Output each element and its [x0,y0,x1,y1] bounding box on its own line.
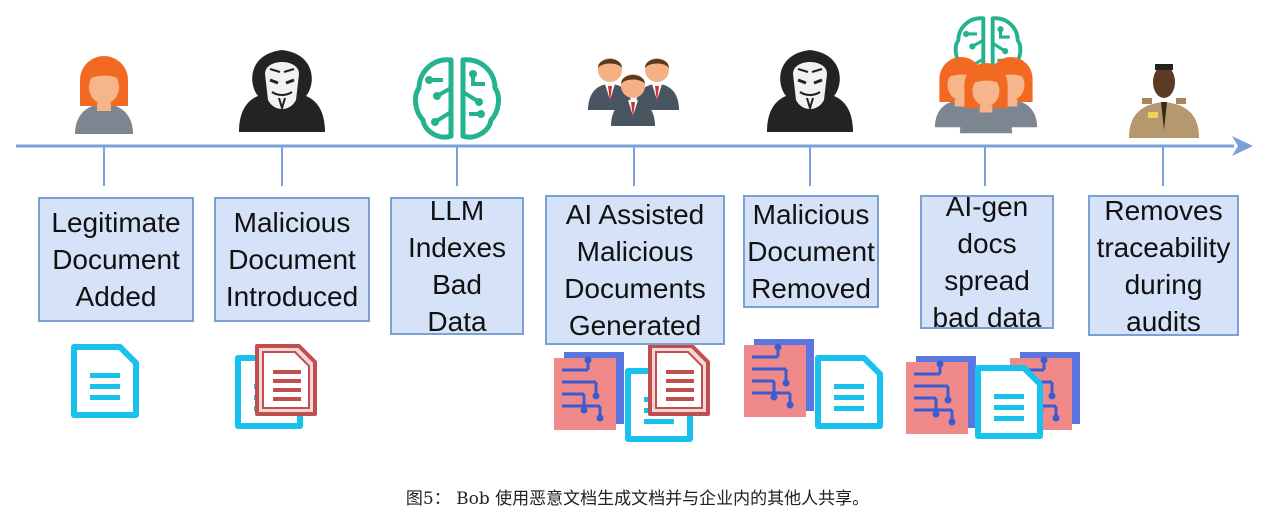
stage-box-ai-assisted-documents-generated: AI Assisted Malicious Documents Generate… [545,195,725,345]
stage-label-line: Document [52,241,180,278]
stage-label-line: Data [427,303,486,335]
document-icon [74,347,136,415]
stage-box-malicious-document-removed: Malicious Document Removed [743,195,879,308]
stage-label-line: Removes [1104,195,1222,229]
stage-label-line: AI Assisted [566,196,705,233]
stage-label-line: Indexes [408,229,506,266]
stage-box-malicious-document-introduced: Malicious Document Introduced [214,197,370,322]
stage-label-line: Document [228,241,356,278]
stage-label-line: Malicious [234,204,351,241]
stage-label-line: Removed [751,270,871,307]
stage-label-line: bad data [933,299,1042,329]
stage-label-line: AI-gen [946,195,1029,225]
stage-box-legitimate-document-added: Legitimate Document Added [38,197,194,322]
stage-label-line: Bad [432,266,482,303]
malicious-document-icon [238,346,315,426]
stage-label-line: Legitimate [51,204,180,241]
stage-label-line: Documents [564,270,706,307]
stage-label-line: Generated [569,307,701,344]
stage-box-llm-indexes-bad-data: LLM Indexes Bad Data [390,197,524,335]
hacker-icon [239,50,325,132]
stage-label-line: Introduced [226,278,358,315]
auditor-icon [1129,64,1199,138]
stage-label-line: LLM [430,197,484,229]
spread-documents-icon [906,352,1080,436]
stage-label-line: Malicious [577,233,694,270]
stage-label-line: Malicious [753,196,870,233]
team-icon [588,58,679,126]
stage-box-removes-traceability: Removes traceability during audits [1088,195,1239,336]
user-person-icon [75,56,133,134]
stage-label-line: spread [944,262,1030,299]
stage-label-line: audits [1126,303,1201,337]
mixed-documents-icon [744,339,880,426]
stage-label-line: Added [76,278,157,315]
stage-connectors [104,146,1163,186]
stage-box-ai-gen-docs-spread: AI-gen docs spread bad data [920,195,1054,329]
ai-brain-icon [416,60,499,137]
hacker-icon-2 [767,50,853,132]
stage-label-line: traceability [1097,229,1231,266]
figure-caption: 图5： Bob 使用恶意文档生成文档并与企业内的其他人共享。 [0,484,1275,509]
timeline-arrowhead [1232,136,1253,156]
ai-brain-with-people-icon [935,18,1037,133]
generated-documents-icon [554,346,708,439]
stage-label-line: docs [957,225,1016,262]
stage-label-line: during [1125,266,1203,303]
stage-label-line: Document [747,233,875,270]
